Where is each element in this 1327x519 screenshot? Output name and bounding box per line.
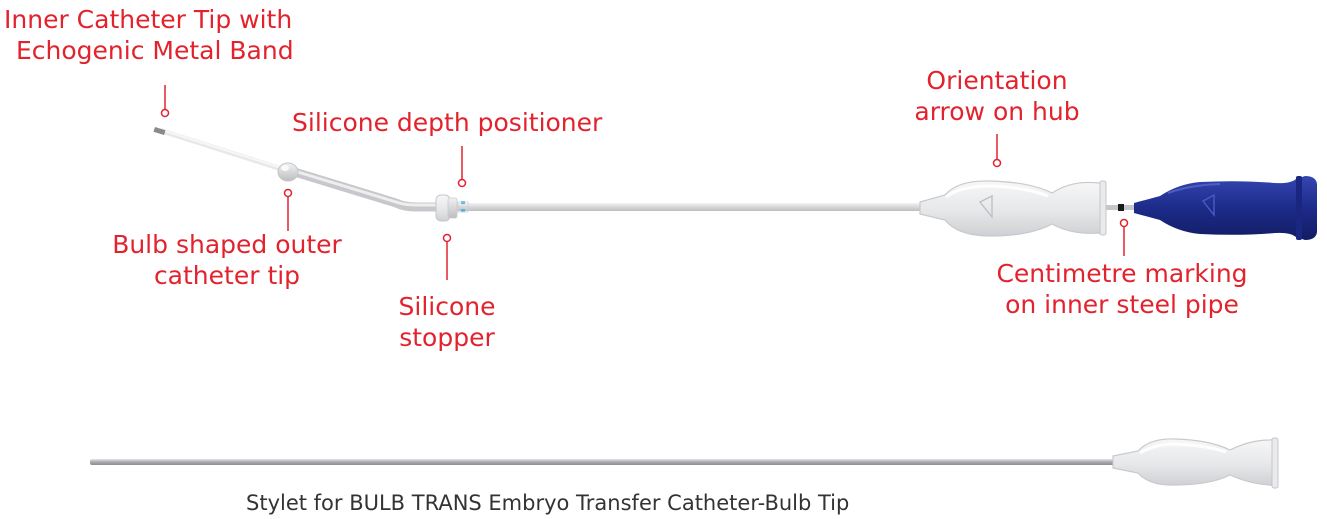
stylet (90, 437, 1279, 489)
inner-catheter (153, 127, 291, 174)
bulb-tip (277, 162, 299, 182)
stylet-caption: Stylet for BULB TRANS Embryo Transfer Ca… (246, 491, 850, 515)
stylet-rod (90, 459, 1115, 465)
label-line: on inner steel pipe (1005, 290, 1239, 319)
label-line: arrow on hub (914, 97, 1080, 126)
label-line: Echogenic Metal Band (16, 36, 294, 65)
silicone-stopper (435, 194, 458, 222)
label-bulb-tip: Bulb shaped outer catheter tip (96, 229, 358, 291)
label-line: Centimetre marking (996, 259, 1248, 288)
label-line: catheter tip (153, 261, 301, 290)
catheter-hub (919, 180, 1107, 237)
label-line: Inner Catheter Tip with (4, 5, 293, 34)
inner-steel-pipe (1106, 204, 1136, 211)
label-line: Orientation (926, 66, 1068, 95)
label-centimetre-marking: Centimetre marking on inner steel pipe (978, 258, 1266, 320)
handle-arrow-icon (1201, 193, 1215, 218)
label-line: Bulb shaped outer (112, 230, 342, 259)
stylet-handle (1134, 176, 1317, 240)
label-line: stopper (399, 323, 495, 352)
outer-catheter-shaft (440, 203, 930, 211)
orientation-arrow-icon (978, 194, 993, 219)
label-orientation-arrow: Orientation arrow on hub (894, 65, 1100, 127)
label-line: Silicone depth positioner (292, 108, 603, 137)
echogenic-metal-band (153, 127, 166, 135)
leader-lines (160, 85, 1129, 280)
label-depth-positioner: Silicone depth positioner (292, 107, 602, 138)
label-silicone-stopper: Silicone stopper (380, 291, 514, 353)
label-inner-catheter-tip: Inner Catheter Tip with Echogenic Metal … (4, 4, 294, 66)
centimetre-marking (1118, 204, 1124, 211)
outer-catheter (277, 162, 445, 212)
silicone-depth-positioner (457, 201, 469, 213)
label-line: Silicone (398, 292, 496, 321)
